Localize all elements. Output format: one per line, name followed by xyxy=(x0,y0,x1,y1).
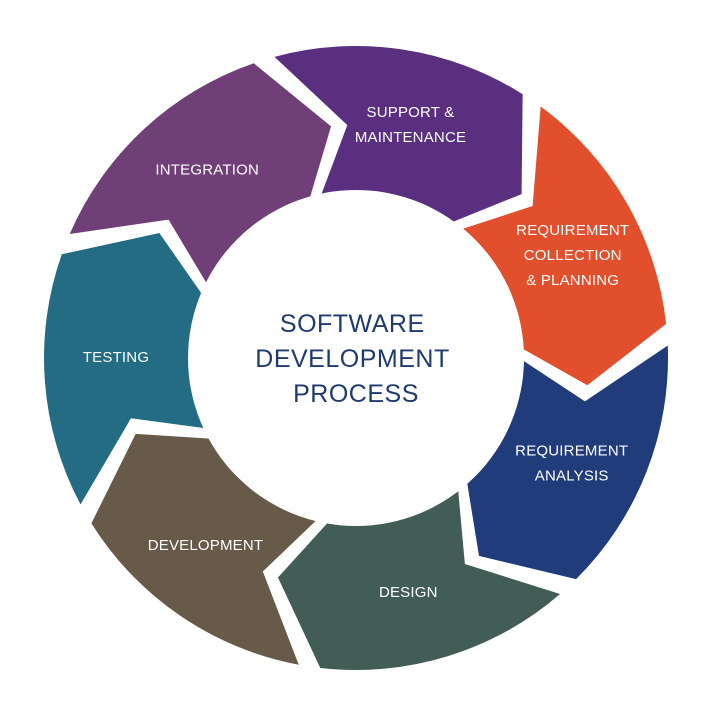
segment-label-requirement-analysis: REQUIREMENT ANALYSIS xyxy=(515,443,628,485)
segment-label-line: TESTING xyxy=(83,349,149,366)
segment-label-line: DEVELOPMENT xyxy=(148,537,264,554)
segment-label-line: SUPPORT & xyxy=(367,104,455,121)
segment-label-support-maintenance: SUPPORT & MAINTENANCE xyxy=(355,104,466,146)
cycle-segments xyxy=(44,45,668,671)
segment-label-line: COLLECTION xyxy=(524,247,622,264)
segment-label-line: DESIGN xyxy=(379,584,438,601)
segment-label-line: MAINTENANCE xyxy=(355,129,466,146)
segment-label-line: & PLANNING xyxy=(526,272,619,289)
center-title-line-3: PROCESS xyxy=(293,380,419,408)
center-title-line-2: DEVELOPMENT xyxy=(255,345,449,373)
segment-testing xyxy=(44,233,221,505)
segment-integration xyxy=(69,63,332,297)
center-title-line-1: SOFTWARE xyxy=(280,310,425,338)
segment-labels: TESTING INTEGRATION SUPPORT & MAINTENANCE RE… xyxy=(83,104,629,601)
segment-label-line: INTEGRATION xyxy=(155,162,259,179)
segment-label-design: DESIGN xyxy=(379,584,438,601)
center-disc xyxy=(188,190,524,526)
segment-support-maintenance xyxy=(274,45,523,228)
segment-label-line: ANALYSIS xyxy=(535,468,609,485)
segment-label-development: DEVELOPMENT xyxy=(148,537,264,554)
segment-label-requirement-collection-planning: REQUIREMENT COLLECTION & PLANNING xyxy=(516,222,629,289)
segment-label-line: REQUIREMENT xyxy=(515,443,628,460)
segment-label-integration: INTEGRATION xyxy=(155,162,259,179)
segment-label-line: REQUIREMENT xyxy=(516,222,629,239)
segment-label-testing: TESTING xyxy=(83,349,149,366)
segment-requirement-collection-planning xyxy=(447,106,667,386)
center-title: SOFTWARE DEVELOPMENT PROCESS xyxy=(255,310,456,408)
